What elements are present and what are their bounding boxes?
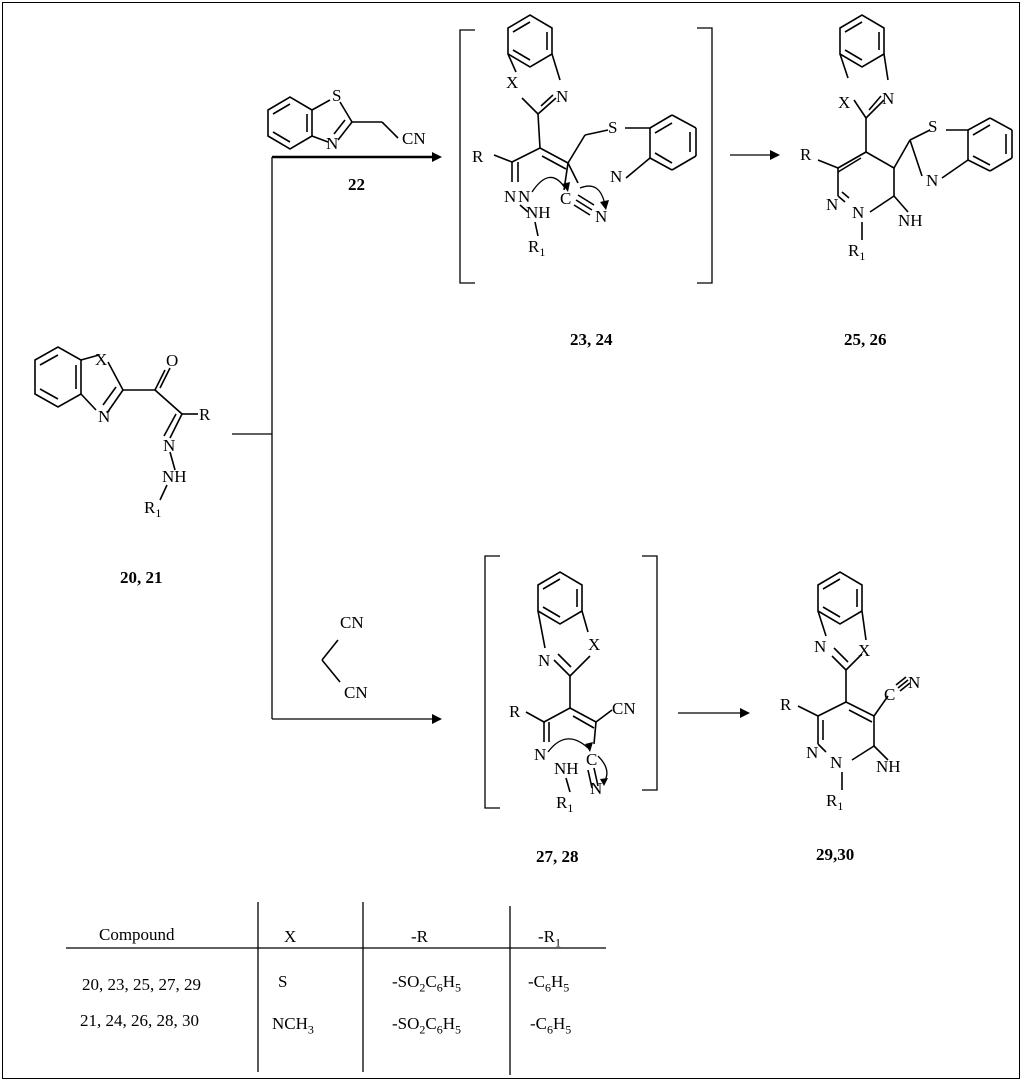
int-bot-r: R <box>509 702 521 721</box>
arrow-top-right-head <box>770 150 780 160</box>
prod-top-n-ring2: N <box>852 203 864 222</box>
table-row-1-r1: -C6H5 <box>528 972 570 995</box>
malononitrile-cn-bottom: CN <box>344 683 368 702</box>
table-row-2-r: -SO2C6H5 <box>392 1014 462 1037</box>
table-row-1-x: S <box>278 972 288 991</box>
prod-top-n: N <box>882 89 894 108</box>
atom-r1: R1 <box>144 498 161 520</box>
table-row-1-compound: 20, 23, 25, 27, 29 <box>82 975 201 994</box>
prod-bot-x: X <box>858 641 870 660</box>
int-top-n: N <box>556 87 568 106</box>
table-row-2-r1: -C6H5 <box>530 1014 572 1037</box>
atom-nh: NH <box>162 467 187 486</box>
int-bot-r1: R1 <box>556 793 573 815</box>
prod-bot-r: R <box>780 695 792 714</box>
int-bot-n-nitrile: N <box>590 779 602 798</box>
atom-r: R <box>199 405 211 424</box>
int-top-s: S <box>608 118 617 137</box>
malononitrile-structure <box>321 639 341 683</box>
table-header-x: X <box>284 927 297 946</box>
int-top-r1: R1 <box>528 237 545 259</box>
int-bot-cn: CN <box>612 699 636 718</box>
prod-top-nh: NH <box>898 211 923 230</box>
int-bot-c: C <box>586 750 597 769</box>
compound-label-intermediate-bottom: 27, 28 <box>536 847 579 866</box>
prod-top-n-ring1: N <box>826 195 838 214</box>
prod-top-r1: R1 <box>848 241 865 263</box>
compound-label-product-top: 25, 26 <box>844 330 887 349</box>
reagent-22-structure <box>267 96 399 150</box>
prod-top-r: R <box>800 145 812 164</box>
prod-bot-c: C <box>884 685 895 704</box>
atom-x: X <box>95 350 107 369</box>
int-bot-x: X <box>588 635 600 654</box>
prod-bot-n-nitrile: N <box>908 673 920 692</box>
prod-bot-n-ring1: N <box>806 743 818 762</box>
arrow-bottom-right-head <box>740 708 750 718</box>
prod-top-x: X <box>838 93 850 112</box>
int-top-n-ring: N <box>504 187 516 206</box>
atom-n-hydrazone: N <box>163 436 175 455</box>
prod-bot-nh: NH <box>876 757 901 776</box>
int-top-r: R <box>472 147 484 166</box>
intermediate-top-structure <box>459 14 713 284</box>
reagent-22-s: S <box>332 86 341 105</box>
int-bot-n-ring: N <box>534 745 546 764</box>
compound-label-start: 20, 21 <box>120 568 163 587</box>
reagent-22-cn: CN <box>402 129 426 148</box>
table-header-r: -R <box>411 927 428 946</box>
int-top-c: C <box>560 189 571 208</box>
starting-material-structure <box>34 346 198 501</box>
int-bot-n: N <box>538 651 550 670</box>
int-bot-nh: NH <box>554 759 579 778</box>
prod-top-s: S <box>928 117 937 136</box>
int-top-n-nitrile: N <box>595 207 607 226</box>
prod-bot-n: N <box>814 637 826 656</box>
arrow-top-head <box>432 152 442 162</box>
prod-top-n-btz: N <box>926 171 938 190</box>
atom-n: N <box>98 407 110 426</box>
atom-o: O <box>166 351 178 370</box>
compound-label-22: 22 <box>348 175 365 194</box>
table-row-1-r: -SO2C6H5 <box>392 972 462 995</box>
product-bottom-structure <box>797 571 911 790</box>
table-header-r1: -R1 <box>538 927 561 950</box>
product-top-structure <box>817 14 1013 240</box>
prod-bot-r1: R1 <box>826 791 843 813</box>
compound-label-product-bottom: 29,30 <box>816 845 854 864</box>
int-top-nh: NH <box>526 203 551 222</box>
reagent-22-n: N <box>326 134 338 153</box>
prod-bot-n-ring2: N <box>830 753 842 772</box>
table-row-2-x: NCH3 <box>272 1014 314 1037</box>
compound-label-intermediate-top: 23, 24 <box>570 330 613 349</box>
int-top-n-btz: N <box>610 167 622 186</box>
table-row-2-compound: 21, 24, 26, 28, 30 <box>80 1011 199 1030</box>
malononitrile-cn-top: CN <box>340 613 364 632</box>
arrow-bottom-head <box>432 714 442 724</box>
int-top-x: X <box>506 73 518 92</box>
table-header-compound: Compound <box>99 925 175 944</box>
intermediate-bottom-structure <box>484 555 658 809</box>
int-top-n2: N <box>518 187 530 206</box>
